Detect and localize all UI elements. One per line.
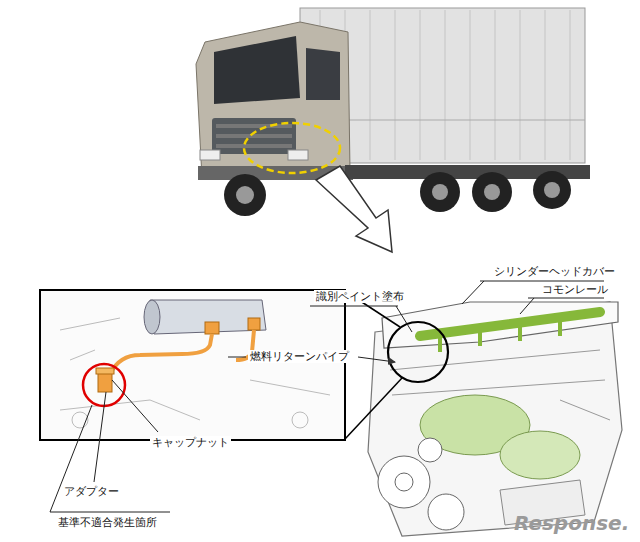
part-label: 識別ペイント塗布 [314,290,406,303]
part-label: 基準不適合発生箇所 [56,516,159,529]
zoom-line [345,378,402,439]
part-label: アダプター [62,485,121,498]
truck-picture [196,8,590,216]
watermark: Response. [512,512,631,534]
pipe-detail [60,300,330,428]
part-label: コモンレール [540,283,610,296]
engine-picture [368,302,622,536]
part-label: キャップナット [150,436,231,449]
leader-lines [50,281,604,512]
highlight-ellipse [244,123,340,173]
zoom-arrow [316,166,392,252]
defect-circle [83,364,125,406]
zoom-circle [388,322,448,382]
part-label: 燃料リターンパイプ [248,350,351,363]
part-label: シリンダーヘッドカバー [492,265,617,278]
detail-inset [40,290,345,440]
